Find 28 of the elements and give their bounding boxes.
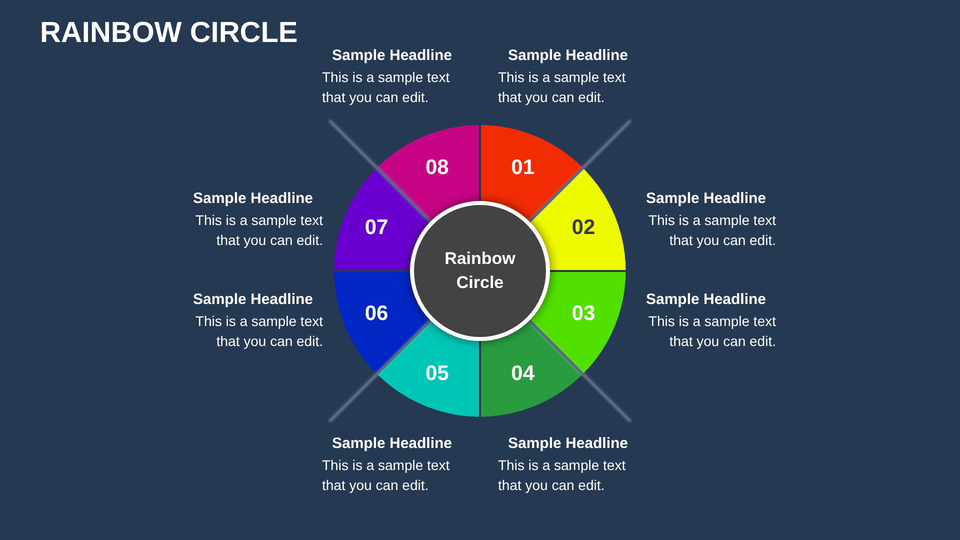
headline: Sample Headline (332, 434, 452, 454)
headline: Sample Headline (646, 290, 766, 310)
body-text: This is a sample text that you can edit. (498, 456, 627, 495)
ring-segment (378, 319, 479, 417)
center-label: Rainbow Circle (444, 248, 516, 294)
segment-number: 06 (364, 302, 388, 326)
segment-number: 04 (511, 362, 535, 386)
body-text: This is a sample text that you can edit. (647, 211, 776, 250)
body-text: This is a sample text that you can edit. (322, 456, 451, 495)
headline: Sample Headline (508, 434, 628, 454)
segment-number: 08 (425, 156, 449, 180)
body-text: This is a sample text that you can edit. (194, 312, 323, 351)
body-text: This is a sample text that you can edit. (322, 68, 451, 107)
headline: Sample Headline (332, 46, 452, 66)
body-text: This is a sample text that you can edit. (498, 68, 627, 107)
body-text: This is a sample text that you can edit. (647, 312, 776, 351)
headline: Sample Headline (508, 46, 628, 66)
segment-number: 02 (572, 216, 596, 240)
title: RAINBOW CIRCLE (40, 16, 298, 51)
segment-number: 05 (425, 362, 449, 386)
ring-segment (481, 319, 582, 417)
body-text: This is a sample text that you can edit. (194, 211, 323, 250)
segment-number: 01 (511, 156, 535, 180)
segment-number: 03 (572, 302, 596, 326)
headline: Sample Headline (646, 189, 766, 209)
headline: Sample Headline (192, 189, 314, 209)
headline: Sample Headline (192, 290, 314, 310)
segment-number: 07 (364, 216, 388, 240)
